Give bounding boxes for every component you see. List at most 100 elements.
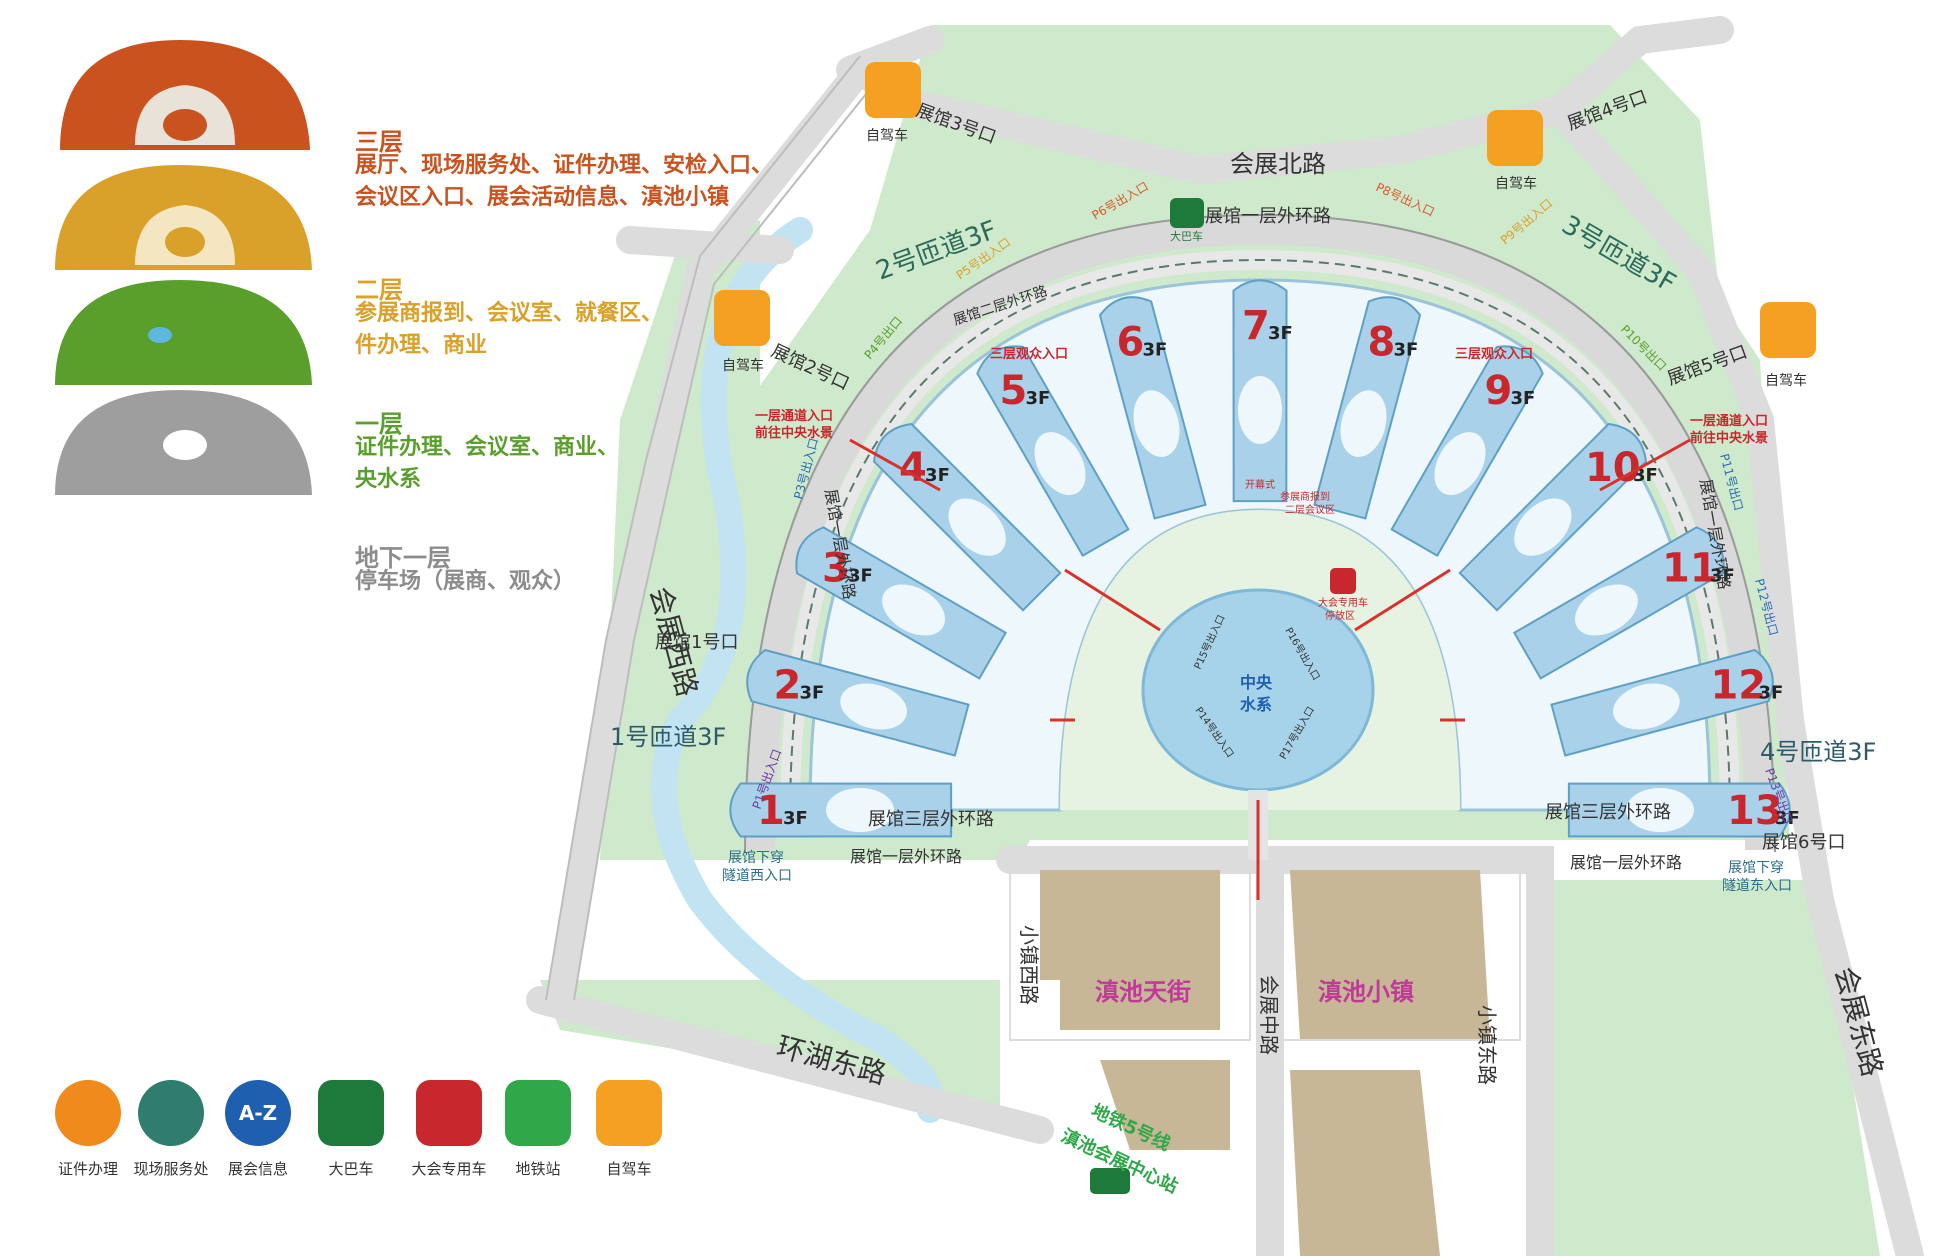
car-icon (596, 1080, 662, 1146)
road-town-east-label: 小镇东路 (1475, 1005, 1499, 1085)
hall-1-number[interactable]: 1 (757, 788, 785, 834)
ramp-4-label: 4号匝道3F (1760, 738, 1876, 766)
hall-1-inner (826, 788, 894, 832)
bus-icon (318, 1080, 384, 1146)
town-backdrop-2 (1269, 859, 1521, 1041)
river (651, 217, 945, 1123)
hall-13-number[interactable]: 13 (1727, 788, 1783, 834)
legend-label-6: 自驾车 (606, 1160, 652, 1178)
channel-west-line2: 前往中央水景 (755, 425, 833, 441)
layer-b1-desc: 停车场（展商、观众） (355, 569, 576, 594)
layer-3f-title: 三层 (355, 128, 403, 156)
layer-2f-shape (55, 165, 312, 270)
bus-map-label: 大巴车 (1170, 229, 1203, 243)
town-2-label: 滇池小镇 (1318, 978, 1414, 1006)
park-east (1530, 880, 1880, 1256)
badge-icon (55, 1080, 121, 1146)
vip-line2: 停放区 (1325, 609, 1355, 622)
hall-10-floor: 3F (1633, 465, 1658, 486)
legend-label-1: 现场服务处 (133, 1160, 209, 1178)
layer-1f-title: 一层 (355, 410, 403, 438)
layer-1f-shape (55, 280, 312, 385)
hall-6-inner (1133, 390, 1180, 457)
exhibitor-line2: 二层会议区 (1285, 503, 1335, 516)
vip-line1: 大会专用车 (1318, 596, 1368, 609)
town-backdrop-1 (1009, 859, 1251, 1041)
ring-road-level1-edge (744, 213, 1776, 853)
legend-label-2: 展会信息 (227, 1160, 288, 1178)
hall-10-inner (1514, 498, 1572, 556)
ring1-north-label: 展馆一层外环路 (1205, 206, 1331, 227)
hall-petals (729, 279, 1791, 838)
exhibitor-line1: 参展商报到 (1280, 490, 1330, 503)
layer-1f-desc: 证件办理、会议室、商业、中央水系 (355, 435, 642, 492)
tunnel-east-line1: 展馆下穿 (1728, 860, 1784, 876)
kaimu-label: 开幕式 (1245, 478, 1275, 491)
tunnel-west-line1: 展馆下穿 (728, 850, 784, 866)
hall-5-inner (1034, 432, 1086, 496)
ramp-1-label: 1号匝道3F (610, 723, 726, 751)
a-z-icon: A-Z (225, 1080, 291, 1146)
car-icon-east (1760, 302, 1816, 358)
center-name-line1: 中央 (1240, 673, 1273, 692)
road-center-label: 会展中路 (1257, 975, 1281, 1055)
ring3-southwest-label: 展馆三层外环路 (868, 809, 994, 830)
hall-4-number[interactable]: 4 (899, 445, 927, 491)
hall-6-number[interactable]: 6 (1116, 320, 1144, 366)
layer-3f-shape (60, 40, 310, 150)
direction-arrows (849, 438, 1691, 900)
hall-7-number[interactable]: 7 (1242, 303, 1270, 349)
hall-11-number[interactable]: 11 (1662, 546, 1718, 592)
layer-2f-desc: 参展商报到、会议室、就餐区、证件办理、商业 (355, 301, 686, 358)
car-northeast-label: 自驾车 (1495, 175, 1537, 192)
legend-label-3: 大巴车 (328, 1160, 374, 1178)
hall-2-floor: 3F (800, 682, 825, 703)
road-town-west-label: 小镇西路 (1017, 925, 1041, 1005)
hall-1-floor: 3F (783, 808, 808, 829)
channel-east-line1: 一层通道入口 (1690, 413, 1768, 429)
hall-3-floor: 3F (848, 566, 873, 587)
car-east-label: 自驾车 (1765, 372, 1807, 389)
hall-13-floor: 3F (1775, 808, 1800, 829)
town-blocks (1040, 870, 1490, 1256)
car-icon-west (714, 290, 770, 346)
hall-7-inner (1238, 376, 1282, 444)
layer-b1-title: 地下一层 (355, 544, 451, 572)
hall-8-number[interactable]: 8 (1368, 320, 1396, 366)
hall-8-floor: 3F (1394, 340, 1419, 361)
car-icon-north (865, 62, 921, 118)
entrance-west-label: 三层观众入口 (990, 346, 1068, 362)
map-icons (714, 62, 1816, 1194)
hall-5-number[interactable]: 5 (1000, 368, 1028, 414)
vip-car-icon-map (1330, 568, 1356, 594)
car-icon-northeast (1487, 110, 1543, 166)
layer-2f-title: 二层 (355, 276, 403, 304)
legend-label-5: 地铁站 (515, 1160, 561, 1178)
car-north-label: 自驾车 (866, 127, 908, 144)
road-north-label: 会展北路 (1230, 150, 1326, 178)
tunnel-west-line2: 隧道西入口 (722, 868, 792, 884)
hall-9-number[interactable]: 9 (1485, 368, 1513, 414)
hall-4-floor: 3F (925, 465, 950, 486)
gate-1-label: 展馆1号口 (655, 632, 738, 653)
gate-6-label: 展馆6号口 (1762, 832, 1845, 853)
layer-legend (55, 40, 312, 495)
metro-icon (505, 1080, 571, 1146)
road-network-outline (545, 55, 875, 1001)
ring1-southeast-label: 展馆一层外环路 (1570, 853, 1682, 872)
ring-road-level1 (745, 214, 1775, 851)
hall-3-number[interactable]: 3 (822, 546, 850, 592)
hall-12-number[interactable]: 12 (1710, 662, 1766, 708)
vip-car-icon (416, 1080, 482, 1146)
service-icon (138, 1080, 204, 1146)
hall-2-inner (840, 683, 907, 730)
hall-4-inner (948, 498, 1006, 556)
layer-3f-desc: 展厅、现场服务处、证件办理、安检入口、会议区入口、展会活动信息、滇池小镇 (355, 153, 774, 210)
hall-8-inner (1340, 390, 1387, 457)
hall-2-number[interactable]: 2 (774, 662, 802, 708)
metro-icon-map (1090, 1168, 1130, 1194)
hall-11-floor: 3F (1710, 566, 1735, 587)
car-west-label: 自驾车 (722, 357, 764, 374)
